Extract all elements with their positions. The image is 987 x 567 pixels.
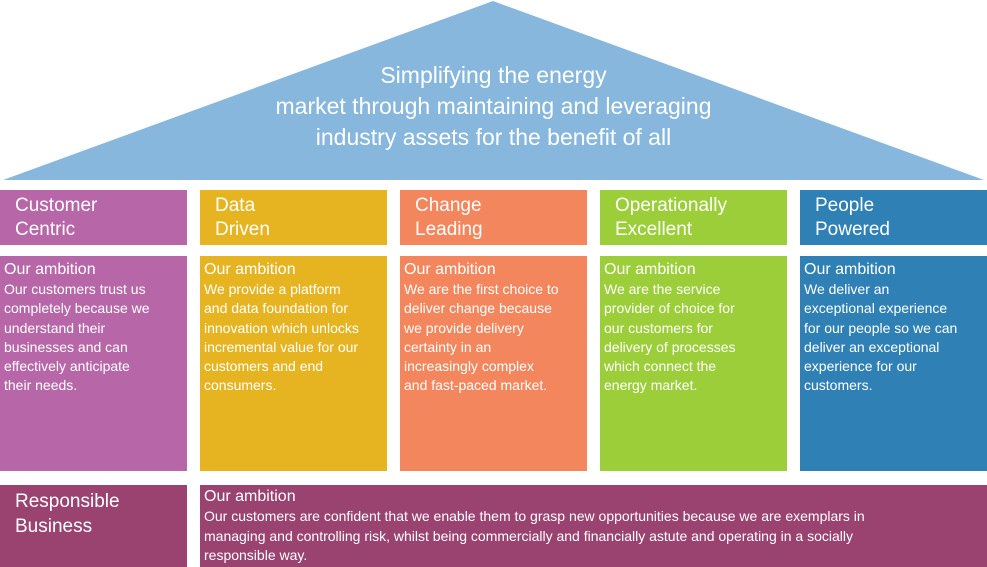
pillar-people-powered-body: Our ambition We deliver an exceptional e… — [800, 256, 987, 471]
ambition-title: Our ambition — [404, 261, 496, 278]
ambition-line: provider of choice for — [604, 300, 735, 317]
ambition-line: incremental value for our — [204, 338, 359, 355]
pillar-customer-centric-header: Customer Centric — [0, 190, 187, 245]
ambition-line: Our customers trust us — [4, 281, 146, 297]
ambition-line: managing and controlling risk, whilst be… — [204, 527, 854, 544]
ambition-line: delivery of processes — [604, 338, 736, 355]
foundation-title-line: Business — [15, 516, 93, 537]
ambition-line: and fast-paced market. — [404, 377, 548, 394]
ambition-line: consumers. — [204, 377, 277, 394]
ambition-line: certainty in an — [404, 338, 492, 355]
ambition-title: Our ambition — [204, 488, 296, 505]
ambition-line: energy market. — [604, 377, 698, 394]
pillar-title-line: Driven — [215, 219, 270, 240]
vision-line: market through maintaining and leveragin… — [275, 93, 712, 119]
pillar-customer-centric-body: Our ambition Our customers trust us comp… — [0, 256, 187, 471]
pillar-title-line: Change — [415, 195, 482, 216]
vision-statement: Simplifying the energy market through ma… — [190, 60, 797, 153]
ambition-line: our customers for — [604, 319, 713, 336]
pillar-operationally-excellent-body: Our ambition We are the service provider… — [600, 256, 787, 471]
ambition-line: We are the service — [604, 281, 721, 297]
pillar-people-powered-header: People Powered — [800, 190, 987, 245]
ambition-line: exceptional experience — [804, 300, 948, 317]
pillar-data-driven-body: Our ambition We provide a platform and d… — [200, 256, 387, 471]
ambition-line: Our customers are confident that we enab… — [204, 508, 865, 524]
ambition-line: which connect the — [604, 358, 717, 375]
vision-line: Simplifying the energy — [380, 62, 607, 88]
pillar-title-line: People — [815, 195, 875, 216]
ambition-line: we provide delivery — [404, 319, 524, 336]
ambition-line: We are the first choice to — [404, 281, 559, 297]
ambition-line: We provide a platform — [204, 281, 341, 297]
ambition-line: customers. — [804, 377, 873, 394]
pillar-title-line: Leading — [415, 219, 483, 240]
ambition-line: businesses and can — [4, 338, 128, 355]
ambition-line: completely because we — [4, 300, 150, 317]
responsible-business-header: Responsible Business — [0, 485, 187, 567]
foundation-title-line: Responsible — [15, 491, 120, 512]
ambition-line: and data foundation for — [204, 300, 349, 317]
pillar-title-line: Data — [215, 195, 256, 216]
roof-triangle — [3, 1, 984, 180]
ambition-title: Our ambition — [804, 261, 896, 278]
ambition-title: Our ambition — [4, 261, 96, 278]
ambition-line: effectively anticipate — [4, 358, 130, 375]
ambition-title: Our ambition — [204, 261, 296, 278]
responsible-business-body: Our ambition Our customers are confident… — [200, 485, 987, 567]
pillar-title-line: Operationally — [615, 195, 727, 216]
pillar-operationally-excellent-header: Operationally Excellent — [600, 190, 787, 245]
ambition-line: their needs. — [4, 377, 78, 394]
ambition-line: deliver an exceptional — [804, 338, 940, 355]
ambition-line: experience for our — [804, 358, 917, 375]
pillar-data-driven-header: Data Driven — [200, 190, 387, 245]
ambition-line: for our people so we can — [804, 319, 958, 336]
pillar-title-line: Customer — [15, 195, 98, 216]
ambition-line: understand their — [4, 319, 106, 336]
pillar-change-leading-body: Our ambition We are the first choice to … — [400, 256, 587, 471]
ambition-title: Our ambition — [604, 261, 696, 278]
roof-shape — [3, 1, 984, 180]
pillar-change-leading-header: Change Leading — [400, 190, 587, 245]
pillar-title-line: Centric — [15, 219, 76, 240]
ambition-line: increasingly complex — [404, 358, 534, 375]
ambition-line: deliver change because — [404, 300, 552, 317]
ambition-line: responsible way. — [204, 547, 308, 563]
ambition-line: innovation which unlocks — [204, 319, 359, 336]
pillar-title-line: Excellent — [615, 219, 693, 240]
ambition-line: customers and end — [204, 358, 324, 375]
ambition-line: We deliver an — [804, 281, 890, 297]
pillar-title-line: Powered — [815, 219, 890, 240]
vision-line: industry assets for the benefit of all — [315, 124, 672, 150]
